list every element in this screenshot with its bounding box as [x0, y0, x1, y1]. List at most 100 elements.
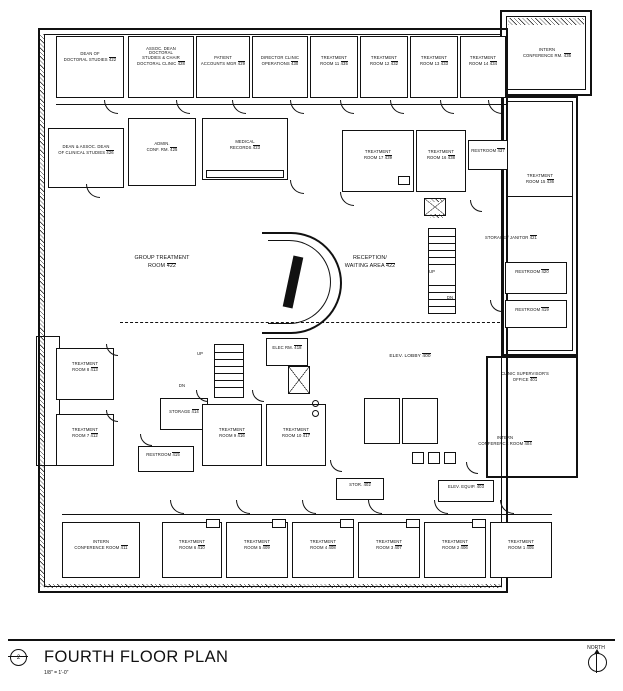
room-number: 403	[476, 484, 485, 489]
room-treatment-5	[226, 522, 288, 578]
stair-tread	[428, 243, 456, 244]
title-rule-bubble	[8, 656, 28, 657]
room-number: 405	[526, 545, 534, 551]
room-label: TREATMENT ROOM 13 433	[411, 55, 457, 67]
room-name: TREATMENT ROOM 7	[71, 427, 99, 439]
column	[430, 198, 444, 202]
room-label: PATIENT ACCOUNTS MGR 429	[197, 55, 249, 67]
room-label: ELEC RM. 418	[267, 344, 307, 350]
room-restroom-420	[505, 262, 567, 294]
room-treatment-4	[292, 522, 354, 578]
room-name: STOR.	[349, 482, 363, 487]
room-number: 435	[340, 61, 348, 67]
room-treatment-8	[56, 348, 114, 400]
stair-tread	[428, 264, 456, 265]
room-label-intern-conference-404: INTERN CONFERENCE ROOM 404	[472, 435, 538, 447]
room-name: RESTROOM	[515, 307, 541, 312]
stair-tread	[428, 236, 456, 237]
stair-tread	[428, 292, 456, 293]
stair-tread	[214, 387, 244, 388]
room-name: TREATMENT ROOM 8	[71, 361, 99, 373]
room-name: TREATMENT ROOM 17	[363, 149, 392, 161]
room-name: TREATMENT ROOM 5	[243, 539, 271, 551]
room-name: CLINIC SUPERVISOR'S OFFICE	[501, 371, 549, 383]
room-label: MEDICAL RECORDS 423	[203, 139, 287, 151]
room-label: RESTROOM 420	[506, 268, 558, 274]
room-patient-accounts-mgr	[196, 36, 250, 98]
room-elev-equip-403	[438, 480, 494, 502]
building-right-wing-inner	[507, 101, 573, 351]
room-label-elev-lobby: ELEV. LOBBY 400	[380, 352, 440, 359]
room-number: 421	[529, 235, 537, 240]
room-treatment-9	[202, 404, 262, 466]
room-name: ELEV. EQUIP.	[447, 484, 476, 489]
room-restroom-437	[468, 140, 508, 170]
room-name: DEAN & ASSOC. DEAN OF CLINICAL STUDIES	[58, 144, 110, 156]
room-name: TREATMENT ROOM 9	[218, 427, 246, 439]
room-label: ASSOC. DEAN DOCTORAL STUDIES & CHAIR DOC…	[130, 46, 192, 67]
room-label-intern-conference-rm: INTERN CONFERENCE RM. 435	[518, 47, 576, 59]
elevator-machine-3	[444, 452, 456, 464]
room-number: 420	[541, 269, 549, 274]
room-label: TREATMENT ROOM 9 416	[203, 427, 261, 439]
room-name: TREATMENT ROOM 3	[375, 539, 403, 551]
stair-tread	[214, 366, 244, 367]
room-label: TREATMENT ROOM 12 432	[361, 55, 407, 67]
room-label: TREATMENT ROOM 16 438	[417, 149, 465, 161]
stair-dn-label: DN	[446, 295, 454, 300]
room-number: 433	[440, 61, 449, 67]
room-name: TREATMENT ROOM 11	[320, 55, 348, 67]
room-label: TREATMENT ROOM 8 413	[57, 361, 113, 373]
notch-hatch	[508, 18, 584, 25]
room-treatment-16	[416, 130, 466, 192]
room-label: TREATMENT ROOM 7 412	[57, 427, 113, 439]
room-treatment-3	[358, 522, 420, 578]
room-label: TREATMENT ROOM 4 408	[293, 539, 353, 551]
room-number: 400	[422, 353, 431, 359]
room-medical-records	[202, 118, 288, 180]
sink-fixture	[206, 519, 220, 528]
room-name: TREATMENT ROOM 14	[468, 55, 497, 67]
title-block: 2	[0, 617, 623, 691]
room-treatment-1	[490, 522, 552, 578]
wall-hatch-bottom	[44, 584, 502, 588]
room-label-storage-janitor: STORAGE / JANITOR 421	[478, 234, 544, 240]
room-name: MEDICAL RECORDS	[229, 139, 255, 151]
room-number: 409	[262, 545, 270, 551]
room-dean-of-doctoral-studies	[56, 36, 124, 98]
sink-fixture	[272, 519, 286, 528]
room-number: 426	[106, 150, 114, 156]
stair-tread	[428, 285, 456, 286]
room-label: DEAN OF DOCTORAL STUDIES 422	[58, 51, 122, 63]
room-number: 422	[108, 57, 117, 63]
room-number: 425	[170, 147, 178, 153]
room-label: TREATMENT ROOM 2 406	[425, 539, 485, 551]
room-dean-assoc-dean-clinical-studies	[48, 128, 124, 188]
stair-tread	[428, 306, 456, 307]
room-number: 436	[546, 179, 555, 185]
room-number: 415	[172, 452, 180, 457]
room-name: INTERN CONFERENCE ROOM	[478, 435, 524, 447]
room-name: RESTROOM	[515, 269, 541, 274]
room-treatment-14	[460, 36, 506, 98]
room-label: STOR. 402	[337, 481, 383, 487]
room-number: 423	[252, 145, 261, 151]
room-number: 401	[529, 377, 538, 383]
room-group-treatment	[110, 196, 270, 332]
shaft-hatch-2	[288, 366, 310, 394]
room-label: TREATMENT ROOM 3 407	[359, 539, 419, 551]
stair-up-label-2: UP	[196, 351, 204, 356]
room-number: 411	[120, 545, 128, 551]
north-circle	[588, 653, 607, 672]
drawing-scale: 1/8" = 1'-0"	[44, 670, 69, 676]
room-name: TREATMENT ROOM 1	[507, 539, 535, 551]
stair-tread	[214, 373, 244, 374]
room-storage-414	[160, 398, 208, 430]
room-label: TREATMENT ROOM 5 409	[227, 539, 287, 551]
stair-lower	[214, 344, 244, 398]
sink-fixture	[406, 519, 420, 528]
room-label: INTERN CONFERENCE ROOM 411	[63, 539, 139, 551]
room-label: RESTROOM 419	[506, 306, 558, 312]
room-label: TREATMENT ROOM 17 439	[343, 149, 413, 161]
